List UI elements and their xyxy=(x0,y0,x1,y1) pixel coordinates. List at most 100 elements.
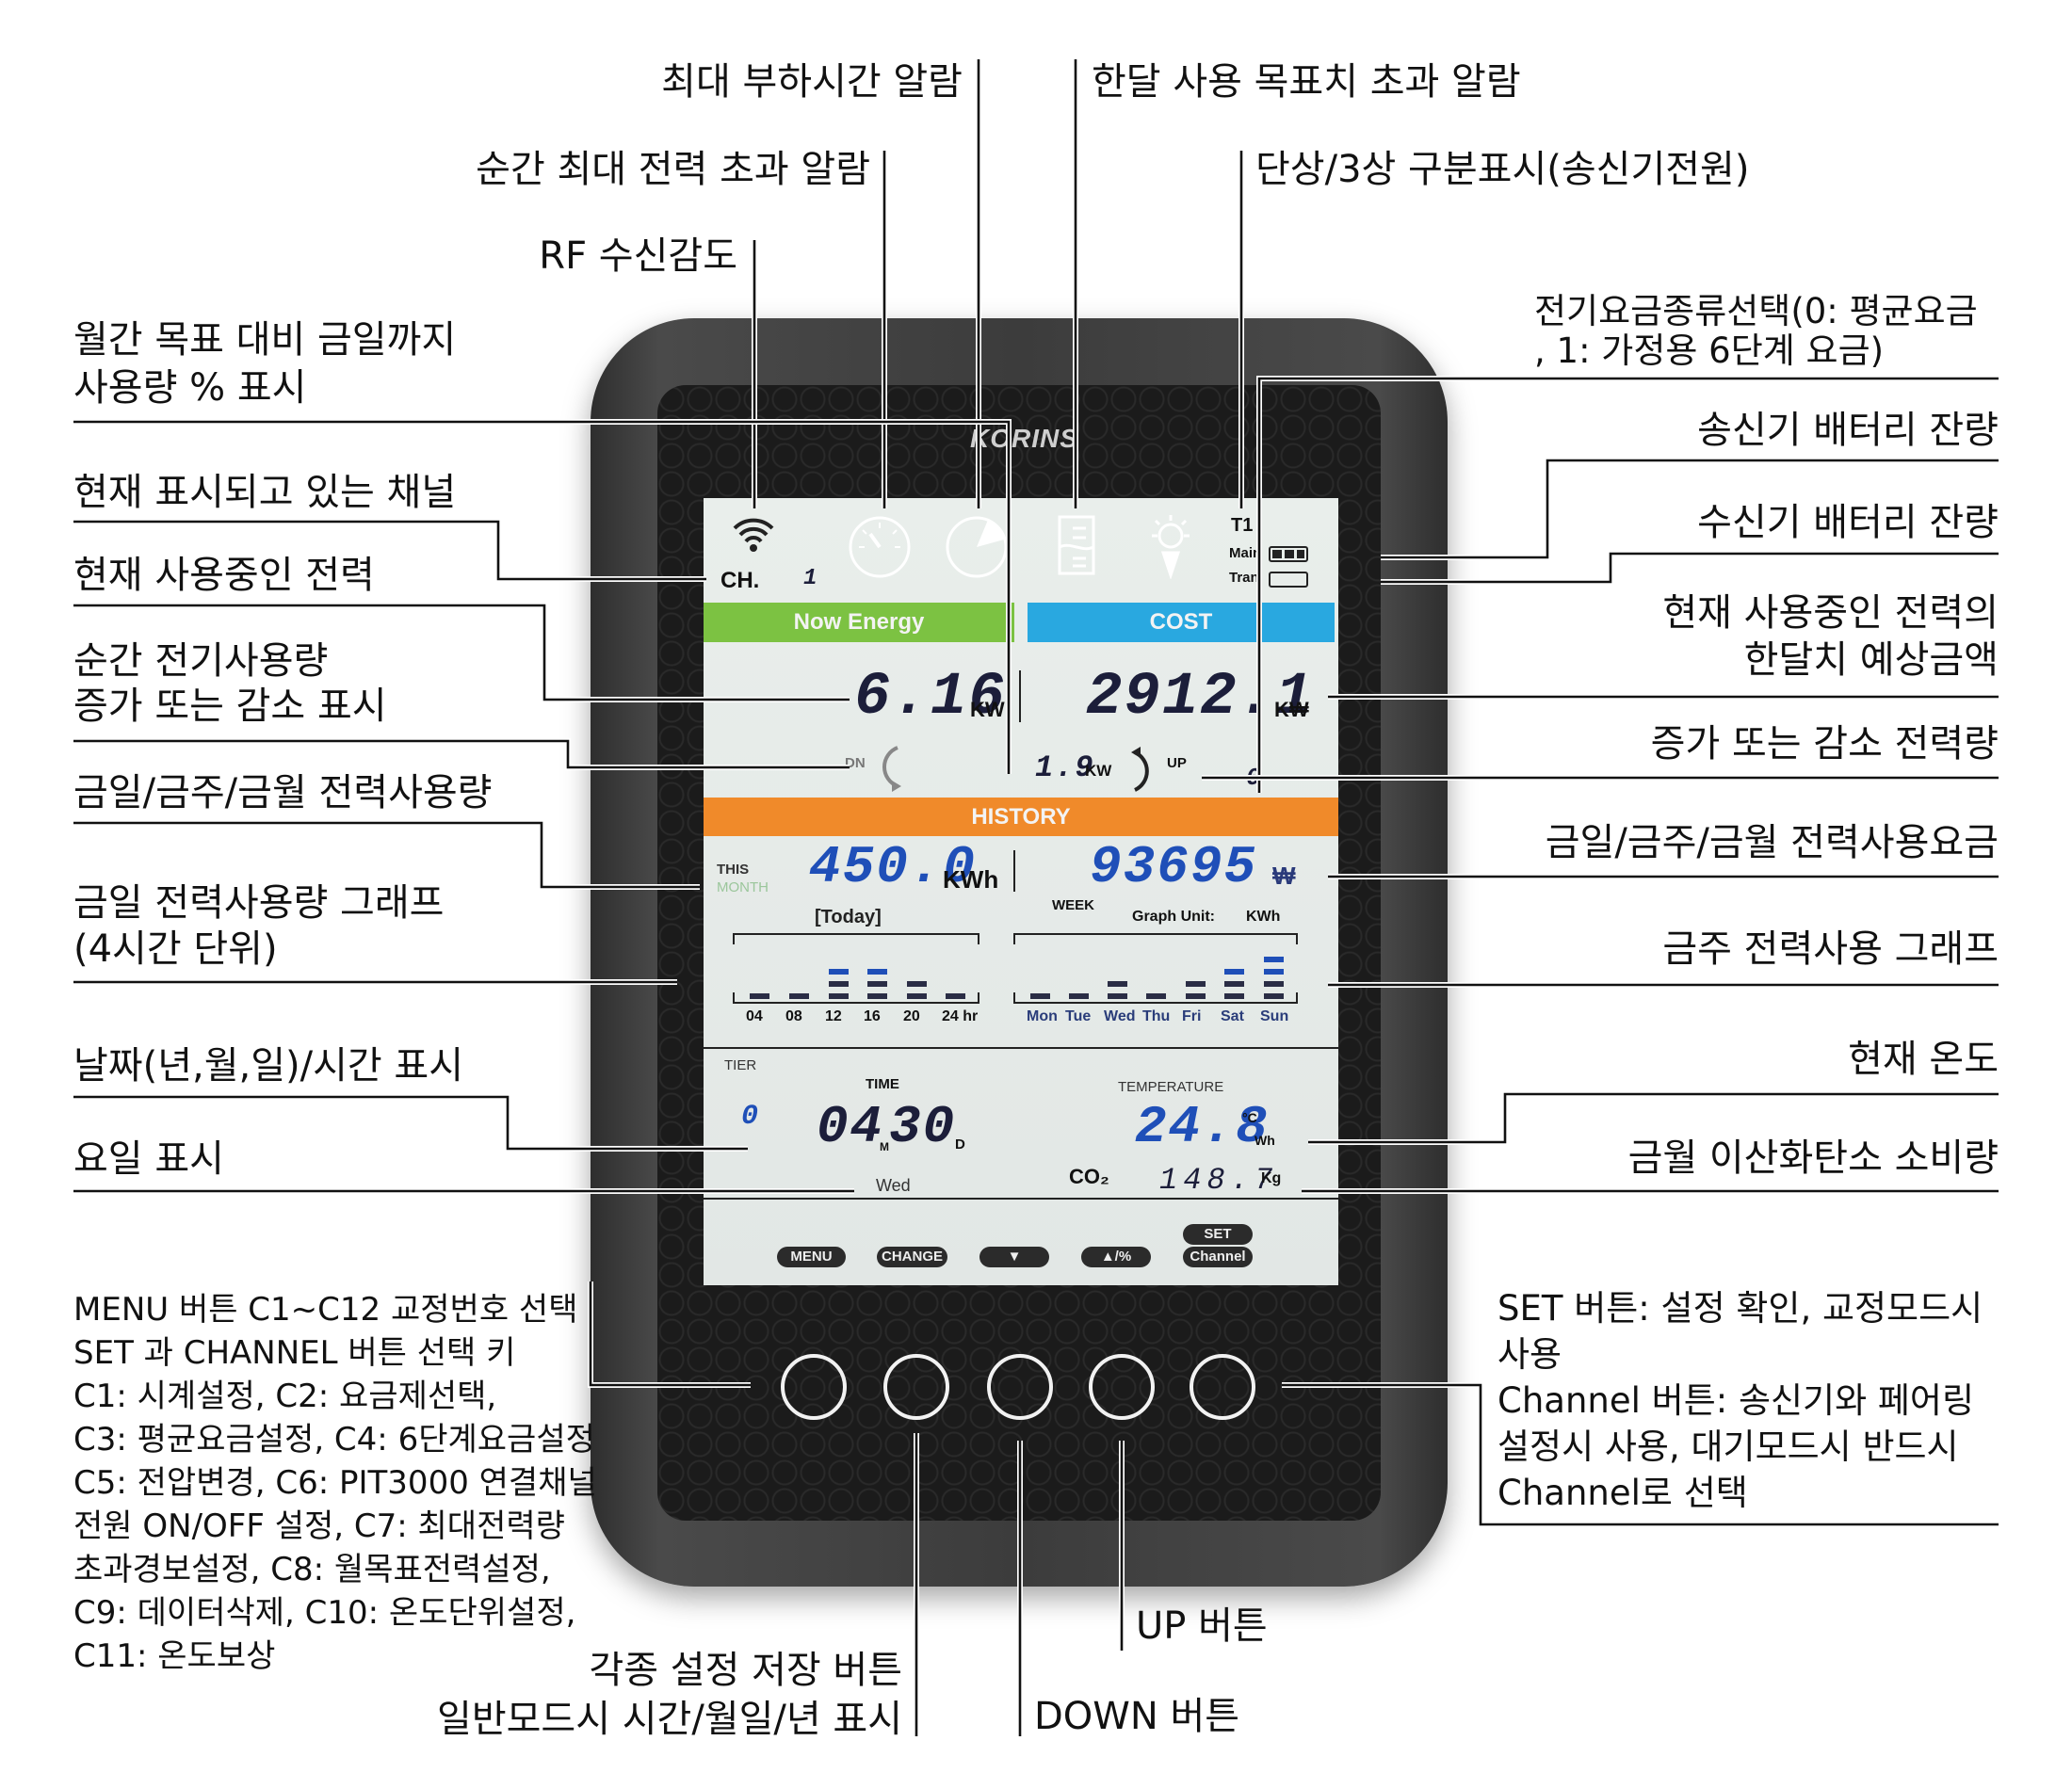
callout-week-graph: 금주 전력사용 그래프 xyxy=(1662,927,1999,971)
hour-tick-label: 04 xyxy=(746,1008,763,1024)
divider xyxy=(704,1198,1338,1200)
main-battery-icon xyxy=(1269,546,1308,562)
history-header: HISTORY xyxy=(704,798,1338,836)
bar-segment xyxy=(789,993,809,999)
callout-current-power: 현재 사용중인 전력 xyxy=(73,554,375,597)
bar-segment xyxy=(1224,981,1244,987)
set-channel-button[interactable] xyxy=(1190,1354,1255,1420)
graph-unit-label: Graph Unit: xyxy=(1132,909,1215,925)
won-unit: ₩ xyxy=(1272,862,1296,890)
callout-rf-signal: RF 수신감도 xyxy=(539,234,737,278)
leader-line xyxy=(589,1281,751,1387)
bar-segment xyxy=(1264,969,1284,975)
callout-usage-period: 금일/금주/금월 전력사용량 xyxy=(73,771,493,814)
cost-header: COST xyxy=(1028,603,1335,642)
leader-line xyxy=(1308,1092,1999,1144)
delta-unit: KW xyxy=(1085,762,1112,780)
lcd-down-label: ▼ xyxy=(979,1247,1049,1267)
today-graph-title: [Today] xyxy=(815,907,882,927)
usage-unit: KWh xyxy=(943,865,999,894)
gauge-icon xyxy=(849,516,911,578)
weekday-tick-label: Fri xyxy=(1182,1008,1202,1024)
divider xyxy=(1013,850,1015,892)
bar-segment xyxy=(867,981,887,987)
co2-value: 148.7 xyxy=(1159,1163,1279,1198)
menu-notes-line: C3: 평균요금설정, C4: 6단계요금설정 xyxy=(73,1421,595,1459)
now-energy-header: Now Energy xyxy=(704,603,1014,642)
today-graph-bracket-top xyxy=(733,933,979,944)
up-label: UP xyxy=(1167,755,1187,771)
leader-line xyxy=(588,1281,751,1388)
channel-label: CH. xyxy=(720,568,760,593)
down-arrow-icon xyxy=(882,746,901,792)
change-button[interactable] xyxy=(883,1354,949,1420)
set-notes-line: 사용 xyxy=(1497,1334,1562,1375)
weekday-tick-label: Tue xyxy=(1065,1008,1092,1024)
bar-segment xyxy=(907,993,927,999)
bar-segment xyxy=(1224,969,1244,975)
callout-cost-period: 금일/금주/금월 전력사용요금 xyxy=(1545,821,1999,864)
lcd-set-label: SET xyxy=(1183,1224,1253,1245)
callout-monthly-target-alarm: 한달 사용 목표치 초과 알람 xyxy=(1092,60,1521,104)
set-notes-line: 설정시 사용, 대기모드시 반드시 xyxy=(1497,1426,1959,1467)
callout-transmitter-battery: 송신기 배터리 잔량 xyxy=(1697,409,1999,452)
temperature-unit: °C xyxy=(1242,1110,1257,1125)
bar-segment xyxy=(1264,981,1284,987)
down-button[interactable] xyxy=(987,1354,1053,1420)
hour-tick-label: 08 xyxy=(785,1008,802,1024)
leader-line xyxy=(73,1095,748,1151)
weekday-tick-label: Sun xyxy=(1260,1008,1289,1024)
callout-monthly-estimate-1: 현재 사용중인 전력의 xyxy=(1662,591,1999,635)
co2-label: CO₂ xyxy=(1069,1165,1109,1188)
now-power-unit: KW xyxy=(970,698,1005,721)
delta-value: 1.9 xyxy=(1035,750,1095,785)
tier-label: TIER xyxy=(724,1057,757,1073)
callout-monthly-target-pct-2: 사용량 % 표시 xyxy=(73,366,307,410)
set-notes-line: Channel로 선택 xyxy=(1497,1473,1748,1513)
leader-line xyxy=(1282,1383,1999,1526)
bar-segment xyxy=(1264,957,1284,962)
leader-line xyxy=(73,520,706,581)
callout-phase-indicator: 단상/3상 구분표시(송신기전원) xyxy=(1255,148,1750,191)
menu-button[interactable] xyxy=(781,1354,847,1420)
bar-segment xyxy=(1108,981,1127,987)
week-graph-bracket-top xyxy=(1013,933,1298,944)
weekday-tick-label: Mon xyxy=(1027,1008,1058,1024)
tier-value: 0 xyxy=(741,1101,761,1133)
callout-weekday: 요일 표시 xyxy=(73,1137,224,1181)
up-arrow-icon xyxy=(1131,747,1149,792)
divider xyxy=(704,1047,1338,1049)
menu-notes-line: MENU 버튼 C1~C12 교정번호 선택 xyxy=(73,1291,578,1329)
set-notes-line: Channel 버튼: 송신기와 페어링 xyxy=(1497,1380,1975,1421)
bar-segment xyxy=(867,969,887,975)
leader-line xyxy=(73,420,1011,774)
leader-line xyxy=(73,820,700,890)
bar-segment xyxy=(1186,981,1206,987)
weekday-tick-label: Thu xyxy=(1142,1008,1171,1024)
callout-monthly-target-pct-1: 월간 목표 대비 금일까지 xyxy=(73,318,457,362)
time-label: TIME xyxy=(866,1076,899,1092)
callout-co2: 금월 이산화탄소 소비량 xyxy=(1627,1136,1999,1180)
up-button[interactable] xyxy=(1089,1354,1155,1420)
callout-today-graph-2: (4시간 단위) xyxy=(73,927,278,971)
menu-notes-line: C9: 데이터삭제, C10: 온도단위설정, xyxy=(73,1594,576,1632)
callout-today-graph-1: 금일 전력사용량 그래프 xyxy=(73,881,445,925)
leader-line xyxy=(1381,552,1999,584)
date-day: 30 xyxy=(889,1097,957,1157)
co2-unit: Kg xyxy=(1261,1170,1282,1186)
set-notes-line: SET 버튼: 설정 확인, 교정모드시 xyxy=(1497,1288,1983,1329)
menu-notes-line: SET 과 CHANNEL 버튼 선택 키 xyxy=(73,1334,516,1372)
callout-change-button-2: 일반모드시 시간/월일/년 표시 xyxy=(437,1698,902,1741)
lcd-up-label: ▲/% xyxy=(1081,1247,1151,1267)
usage-value: 450.0 xyxy=(809,837,978,897)
monthly-estimate-value: 2912.1 xyxy=(1086,664,1315,732)
leader-line xyxy=(73,738,850,770)
leader-line xyxy=(73,739,850,769)
menu-notes-line: C1: 시계설정, C2: 요금제선택, xyxy=(73,1378,497,1415)
tran-battery-label: Tran xyxy=(1229,570,1259,586)
bar-segment xyxy=(946,993,965,999)
cost-history-value: 93695 xyxy=(1090,837,1258,897)
menu-notes-line: C5: 전압변경, C6: PIT3000 연결채널 xyxy=(73,1464,597,1502)
month-label: MONTH xyxy=(717,879,769,895)
bar-segment xyxy=(1108,993,1127,999)
